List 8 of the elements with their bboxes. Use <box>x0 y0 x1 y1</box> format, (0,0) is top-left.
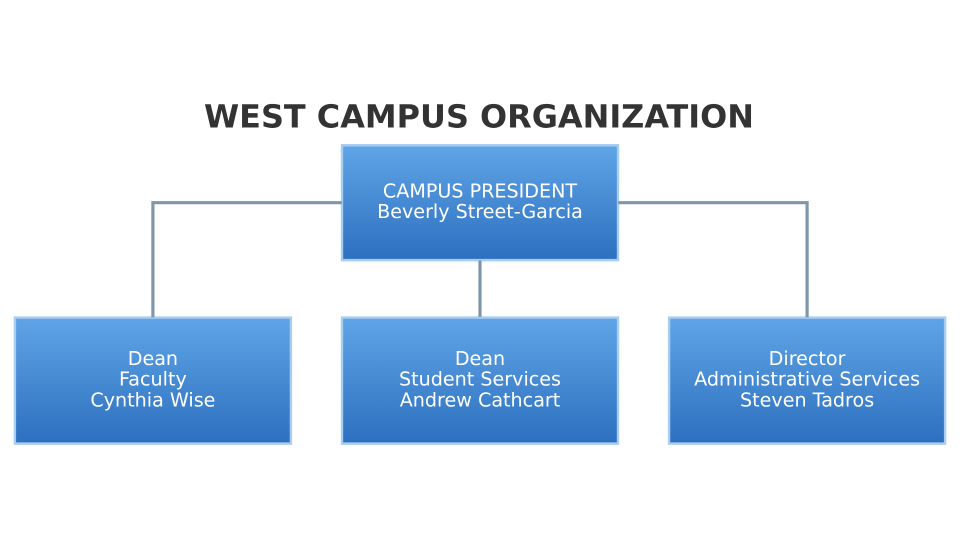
connector <box>478 260 482 316</box>
node-box: Director Administrative Services Steven Tadros <box>668 316 946 444</box>
diagram-title: WEST CAMPUS ORGANIZATION <box>204 97 754 136</box>
node-box: Dean Student Services Andrew Cathcart <box>340 316 620 444</box>
connector <box>151 200 342 317</box>
connector <box>618 200 809 317</box>
node-box: CAMPUS PRESIDENT Beverly Street-Garcia <box>340 144 620 261</box>
node-box: Dean Faculty Cynthia Wise <box>14 316 292 444</box>
